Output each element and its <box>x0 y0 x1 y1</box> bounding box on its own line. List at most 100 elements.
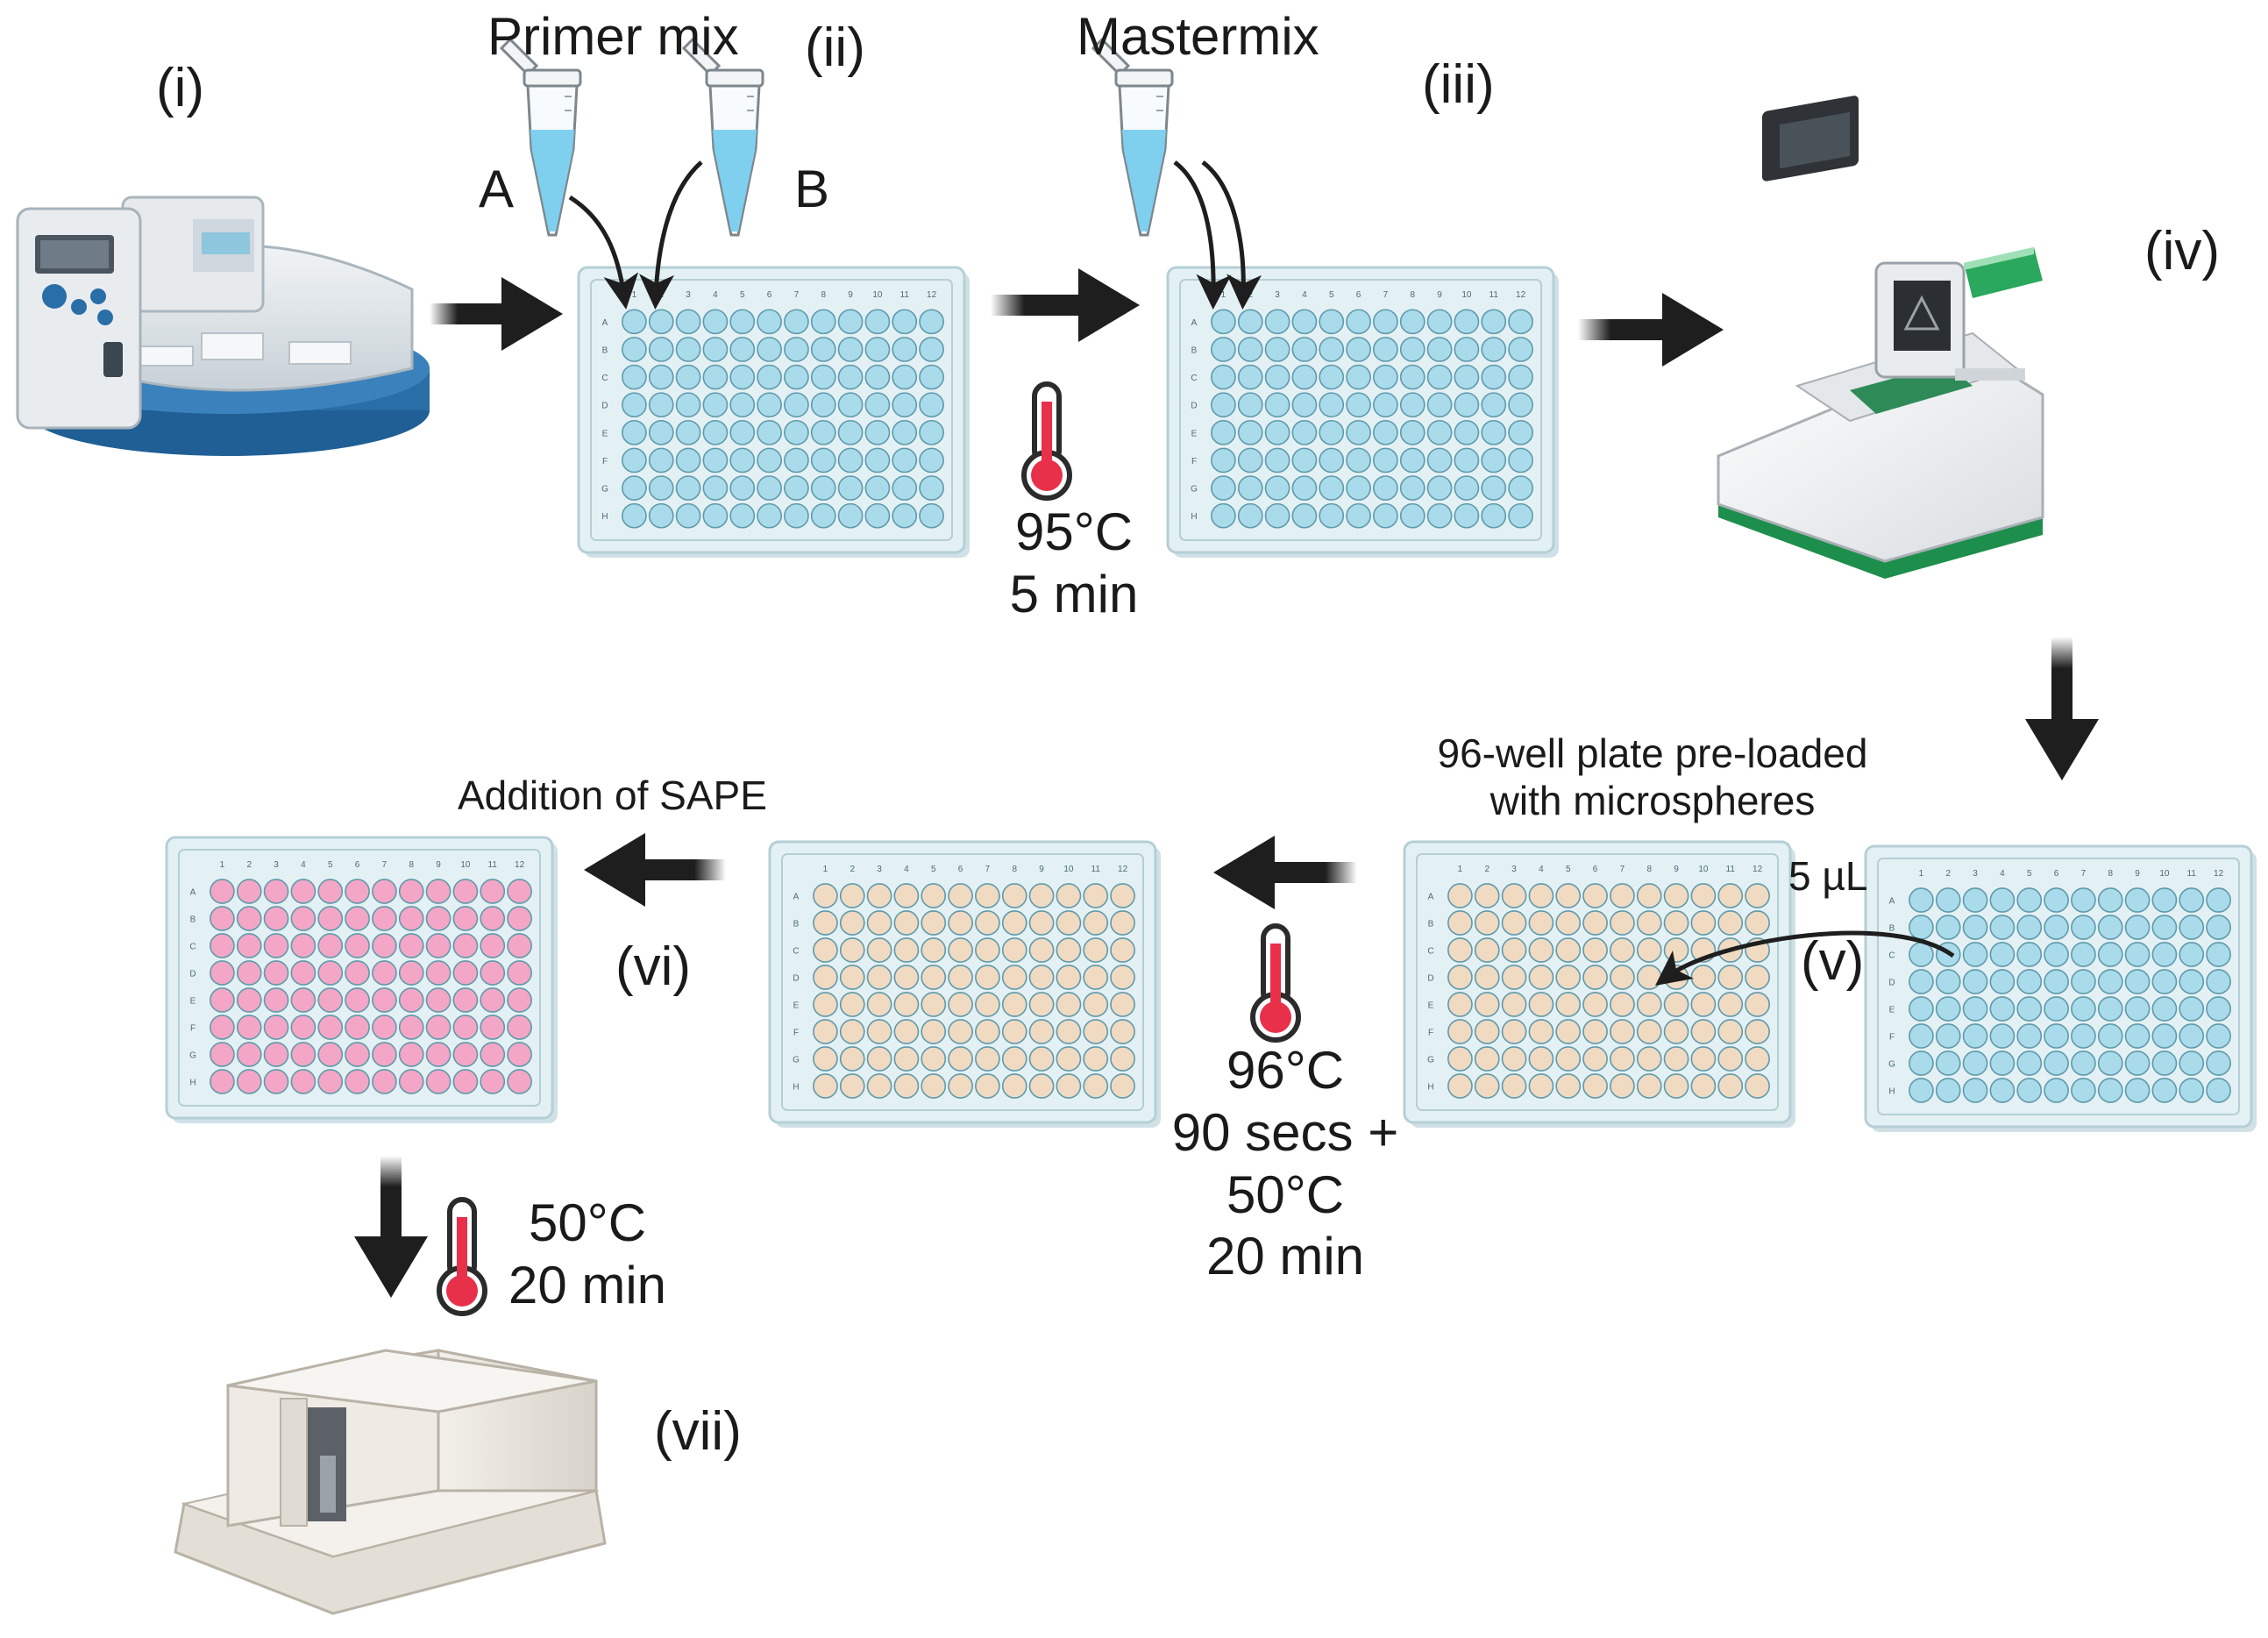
plate-well <box>345 933 370 958</box>
plate-well <box>1717 992 1744 1017</box>
plate-well <box>919 502 944 529</box>
plate-row-label: B <box>1428 920 1434 929</box>
plate-well <box>1909 1023 1934 1049</box>
plate-column-label: 6 <box>355 860 360 870</box>
plate-well <box>864 392 891 418</box>
plate-well <box>2206 1050 2231 1076</box>
plate-well <box>1447 883 1473 908</box>
plate-well <box>1373 419 1398 445</box>
plate-row-label: A <box>793 893 800 902</box>
plate-column-label: 11 <box>900 290 910 300</box>
plate-well <box>1481 337 1507 362</box>
plate-well <box>1373 447 1398 474</box>
plate-well <box>1989 915 2016 940</box>
plate-well <box>839 1019 865 1044</box>
plate-well <box>892 309 918 335</box>
plate-well <box>1555 992 1582 1017</box>
plate-column-label: 5 <box>1329 290 1334 300</box>
plate-well <box>1264 502 1290 529</box>
plate-row-label: D <box>1191 402 1197 411</box>
plate-well <box>2071 915 2096 940</box>
plate-well <box>452 960 479 986</box>
plate-column-label: 2 <box>246 860 252 870</box>
plate-well <box>1426 364 1453 390</box>
plate-column-label: 11 <box>1489 290 1499 300</box>
plate-well <box>1291 364 1318 390</box>
plate-well <box>507 933 532 958</box>
plate-well <box>1454 447 1480 474</box>
plate-row-label: C <box>793 947 799 957</box>
plate-well <box>1056 883 1082 908</box>
plate-well <box>648 392 674 418</box>
plate-well <box>1447 1046 1473 1072</box>
plate-well <box>1319 502 1345 529</box>
pipette-arrow-mastermix-1 <box>1173 160 1232 310</box>
plate-row-label: G <box>189 1051 196 1061</box>
plate-well <box>1935 887 1961 913</box>
plate-column-label: 9 <box>2135 869 2140 879</box>
plate-column-label: 4 <box>713 290 718 300</box>
plate-column-label: 10 <box>1698 865 1709 874</box>
plate-well <box>864 502 891 529</box>
plate-well <box>864 364 891 390</box>
plate-well <box>1935 915 1961 940</box>
plate-row-label: D <box>1888 979 1895 988</box>
plate-well <box>892 502 918 529</box>
plate-column-label: 3 <box>1973 869 1978 879</box>
plate-column-label: 3 <box>1511 865 1517 874</box>
plate-well <box>263 879 289 904</box>
plate-well <box>919 337 944 362</box>
plate-well <box>648 475 674 501</box>
plate-well <box>480 906 506 931</box>
plate-well <box>345 906 370 931</box>
plate-row-label: F <box>1191 457 1197 466</box>
plate-well <box>729 392 756 418</box>
plate-row-label: B <box>1191 345 1198 355</box>
plate-well <box>1528 1019 1554 1044</box>
plate-column-label: 3 <box>877 865 882 874</box>
plate-well <box>2071 1050 2096 1076</box>
plate-well <box>784 475 809 501</box>
plate-well <box>1426 475 1453 501</box>
plate-well <box>1690 1046 1717 1072</box>
plate-well <box>1636 965 1662 990</box>
plate-well <box>948 1046 973 1072</box>
plate-well <box>1745 1019 1770 1044</box>
plate-well <box>1346 502 1371 529</box>
plate-well <box>480 933 506 958</box>
plate-well <box>263 933 289 958</box>
tube-b-icon <box>681 37 764 237</box>
transfer-volume-label: 5 µL <box>1788 853 1868 899</box>
plate-column-label: 2 <box>850 865 855 874</box>
plate-well <box>1399 364 1425 390</box>
plate-well <box>2097 887 2123 913</box>
plate-well <box>864 419 891 445</box>
plate-well <box>1501 937 1527 963</box>
plate-well <box>236 1015 262 1040</box>
plate-well <box>1211 475 1236 501</box>
plate-well <box>372 987 397 1013</box>
plate-column-label: 10 <box>872 290 883 300</box>
plate-well <box>813 992 838 1017</box>
plate-well <box>452 1015 479 1040</box>
plate-well <box>837 309 864 335</box>
plate-column-label: 12 <box>1118 865 1128 874</box>
plate-well <box>1237 309 1263 335</box>
thermometer-icon <box>437 1197 487 1316</box>
plate-row-label: H <box>189 1079 196 1088</box>
primer-mix-label: Primer mix <box>487 7 739 66</box>
plate-well <box>1528 1046 1554 1072</box>
plate-well <box>1447 910 1473 936</box>
plate-row-label: B <box>793 920 800 929</box>
plate-column-label: 1 <box>632 290 637 300</box>
plate-well <box>2097 1023 2123 1049</box>
plate-well <box>839 1073 865 1099</box>
plate-row-label: G <box>1191 485 1198 495</box>
plate-well <box>757 392 782 418</box>
plate-well <box>480 1042 506 1067</box>
plate-row-label: D <box>1427 974 1433 984</box>
plate-well <box>1346 337 1371 362</box>
plate-well <box>1989 887 2016 913</box>
plate-well <box>1237 337 1263 362</box>
plate-well <box>866 910 892 936</box>
